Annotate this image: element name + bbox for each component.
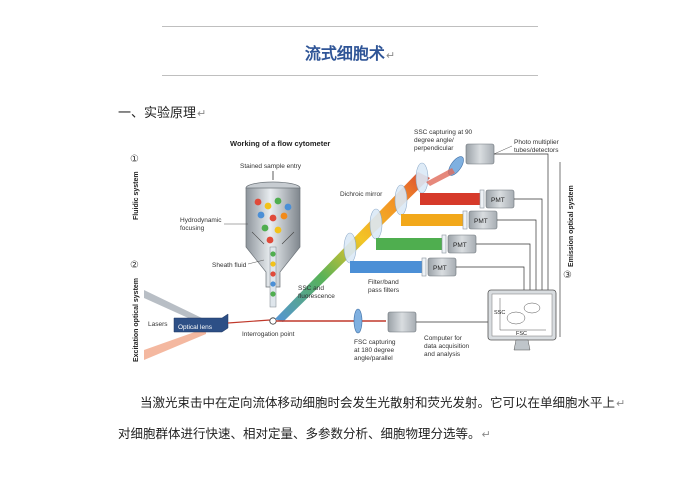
- filter-label-1: Filter/band: [368, 279, 399, 286]
- pmt-label-4: PMT: [433, 265, 447, 272]
- optical-lens-label: Optical lens: [178, 324, 213, 331]
- laser-beam-top: [144, 290, 206, 326]
- sheath-leader: [247, 259, 265, 265]
- fsc180-label-1: FSC capturing: [354, 339, 396, 346]
- pmt-detectors: [427, 189, 515, 277]
- paragraph-line-2: 对细胞群体进行快速、相对定量、多参数分析、细胞物理分选等。↵: [118, 426, 491, 441]
- beam-red: [420, 193, 480, 205]
- paragraph-line-1: 当激光束击中在定向流体移动细胞时会发生光散射和荧光发射。它可以在单细胞水平上↵: [140, 395, 626, 410]
- sheath-arrows: [251, 231, 295, 245]
- ssc-fluorescence-label-2: fluorescence: [298, 293, 335, 300]
- laser-beam-bottom: [144, 328, 206, 360]
- page-title: 流式细胞术↵: [304, 44, 396, 63]
- beam-green: [376, 238, 442, 250]
- emission-system-label: Emission optical system: [568, 185, 575, 267]
- figure-title: Working of a flow cytometer: [230, 139, 330, 148]
- ssc90-label-1: SSC capturing at 90: [414, 129, 473, 136]
- pmt-label-3: PMT: [453, 242, 467, 249]
- fsc-detector: [387, 311, 417, 333]
- stained-sample-label: Stained sample entry: [240, 163, 302, 170]
- photomultiplier-label-2: tubes/detectors: [514, 147, 559, 154]
- monitor-screen: [491, 293, 553, 337]
- number-3: ③: [563, 270, 572, 281]
- computer-label-1: Computer for: [424, 335, 463, 342]
- computer-label-2: data acquisition: [424, 343, 470, 350]
- band-pass-filters: [421, 189, 485, 277]
- fsc180-label-3: angle/parallel: [354, 355, 393, 362]
- pmt-label-1: PMT: [491, 197, 505, 204]
- filter-label-2: pass filters: [368, 287, 400, 294]
- photomultiplier-label-1: Photo multiplier: [514, 139, 560, 146]
- title-underline: [162, 75, 538, 76]
- ssc-beam: [426, 168, 455, 186]
- monitor-stand: [513, 339, 531, 351]
- cells: [254, 197, 292, 297]
- optical-lens-box: [173, 313, 229, 333]
- hydrodynamic-label-2: focusing: [180, 225, 205, 232]
- ssc-fluorescence-label-1: SSC and: [298, 285, 324, 292]
- fluidic-system-label: Fluidic system: [133, 171, 140, 220]
- interrogation-label: Interrogation point: [242, 331, 295, 338]
- top-rule: [162, 26, 538, 27]
- scatter-plot-preview: [499, 298, 546, 331]
- dichroic-mirrors: [343, 162, 429, 264]
- beam-blue: [350, 261, 422, 273]
- pmt-label-2: PMT: [474, 218, 488, 225]
- detector-wiring: [416, 153, 549, 323]
- ssc-axis-label: SSC: [494, 310, 505, 316]
- beam-orange: [401, 214, 463, 226]
- excitation-system-label: Excitation optical system: [133, 278, 140, 362]
- flow-cytometer-figure: Working of a flow cytometer ① Fluidic sy…: [130, 129, 575, 362]
- computer-label-3: and analysis: [424, 351, 461, 358]
- laser-to-point: [227, 319, 271, 324]
- ssc90-label-2: degree angle/: [414, 137, 454, 144]
- sheath-fluid-label: Sheath fluid: [212, 262, 247, 269]
- section-heading: 一、实验原理↵: [118, 106, 207, 121]
- fsc-axis-label: FSC: [516, 331, 527, 337]
- sample-stream: [269, 246, 277, 308]
- ssc-detector: [465, 143, 495, 165]
- number-1: ①: [130, 154, 139, 165]
- fsc-lens: [353, 308, 363, 334]
- number-2: ②: [130, 260, 139, 271]
- dichroic-mirror-label: Dichroic mirror: [340, 191, 383, 198]
- hydrodynamic-label-1: Hydrodynamic: [180, 217, 222, 224]
- ssc90-label-3: perpendicular: [414, 145, 454, 152]
- lasers-label: Lasers: [148, 321, 168, 328]
- fsc180-label-2: at 180 degree: [354, 347, 395, 354]
- pmt-leader: [493, 145, 513, 155]
